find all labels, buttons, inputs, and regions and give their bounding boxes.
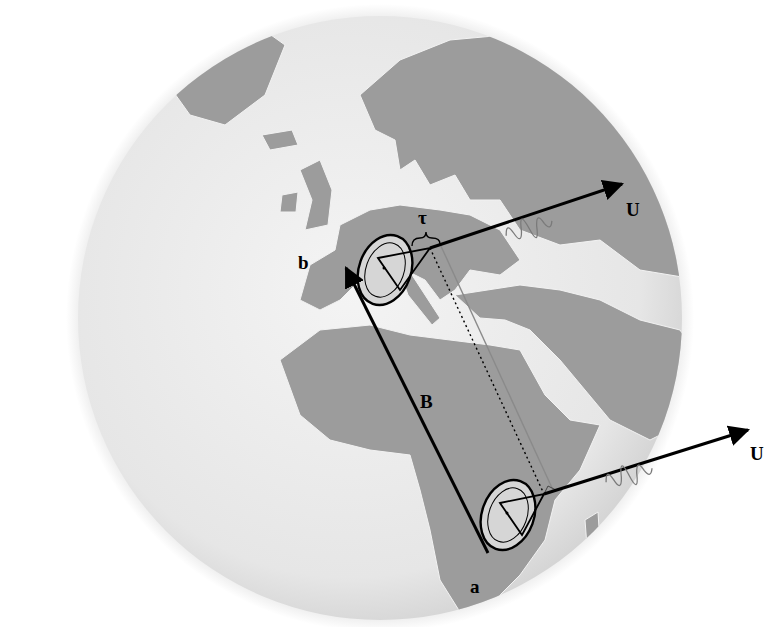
dish-a xyxy=(471,472,544,557)
delay-label: τ xyxy=(418,208,427,227)
station-label: a xyxy=(470,577,480,596)
landmasses xyxy=(150,20,700,612)
direction-arrow xyxy=(430,184,622,248)
delay-brace xyxy=(412,232,440,246)
direction-label: U xyxy=(750,444,764,463)
wavefront-line xyxy=(440,244,553,490)
baseline-vector xyxy=(346,268,488,553)
baseline-label: B xyxy=(420,392,433,411)
projection-line xyxy=(430,248,544,494)
wave-packet xyxy=(603,458,655,493)
direction-arrow xyxy=(544,430,748,494)
wave-packet xyxy=(503,210,555,246)
station-label: b xyxy=(298,253,309,272)
direction-label: U xyxy=(626,200,640,219)
